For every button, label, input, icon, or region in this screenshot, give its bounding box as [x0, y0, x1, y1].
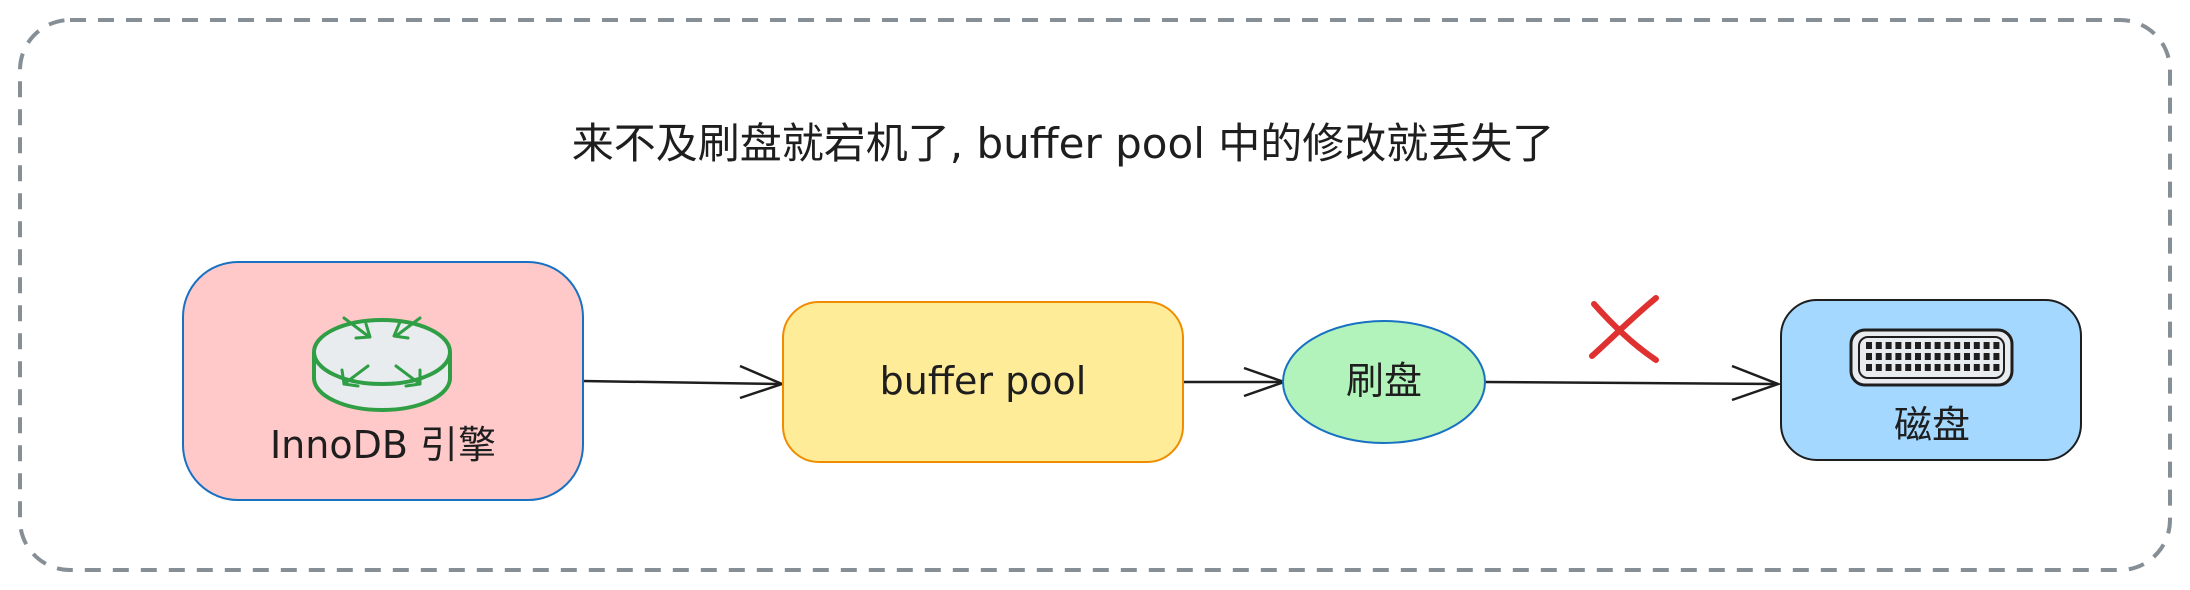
- disk-pin: [1944, 342, 1951, 349]
- disk-pin: [1875, 364, 1882, 371]
- disk-pin: [1944, 364, 1951, 371]
- node-buffer-pool: buffer pool: [782, 301, 1184, 463]
- flush-label: 刷盘: [1346, 359, 1422, 403]
- disk-pin: [1915, 364, 1921, 371]
- outer-frame: [18, 18, 2172, 572]
- disk-pin: [1964, 342, 1970, 349]
- node-innodb: InnoDB 引擎: [182, 261, 584, 501]
- disk-pin: [1924, 353, 1931, 360]
- disk-label: 磁盘: [1894, 403, 1970, 447]
- disk-pin: [1964, 353, 1970, 360]
- edge-flush-to-disk: [1484, 364, 1782, 402]
- disk-pin: [1885, 364, 1892, 371]
- disk-pin: [1875, 353, 1882, 360]
- disk-pin: [1973, 364, 1980, 371]
- disk-pin: [1954, 364, 1961, 371]
- diagram-title: 来不及刷盘就宕机了, buffer pool 中的修改就丢失了: [572, 119, 1554, 168]
- disk-pin: [1934, 364, 1941, 371]
- disk-pin: [1934, 342, 1941, 349]
- disk-pin: [1905, 342, 1912, 349]
- buffer-pool-box: [782, 301, 1184, 463]
- disk-pin: [1866, 364, 1872, 371]
- disk-pin: [1934, 353, 1941, 360]
- disk-pin: [1905, 364, 1912, 371]
- disk-pin: [1866, 342, 1872, 349]
- disk-port-icon: [1849, 328, 2014, 387]
- disk-pin: [1983, 353, 1990, 360]
- disk-pin: [1993, 364, 2000, 371]
- node-disk: 磁盘: [1780, 299, 2082, 461]
- disk-pin: [1895, 353, 1902, 360]
- disk-pin: [1885, 342, 1892, 349]
- disk-pin: [1993, 342, 2000, 349]
- disk-pin: [1983, 342, 1990, 349]
- disk-pin: [1885, 353, 1892, 360]
- disk-pin: [1944, 353, 1951, 360]
- flush-ellipse: [1282, 320, 1486, 444]
- disk-pin: [1875, 342, 1882, 349]
- disk-pin: [1993, 353, 2000, 360]
- disk-pin: [1895, 364, 1902, 371]
- disk-pin: [1973, 342, 1980, 349]
- disk-pin: [1954, 353, 1961, 360]
- disk-pin: [1964, 364, 1970, 371]
- disk-pin: [1924, 364, 1931, 371]
- disk-pin: [1954, 342, 1961, 349]
- disk-pin: [1915, 342, 1921, 349]
- edge-buffer-pool-to-flush: [1184, 366, 1288, 398]
- disk-pin: [1915, 353, 1921, 360]
- disk-pin: [1905, 353, 1912, 360]
- disk-pin: [1866, 353, 1872, 360]
- router-icon: [312, 316, 452, 412]
- node-flush: 刷盘: [1282, 320, 1486, 444]
- failure-cross-icon: [1589, 295, 1659, 363]
- disk-pin: [1973, 353, 1980, 360]
- innodb-label: InnoDB 引擎: [270, 423, 496, 467]
- disk-pin: [1924, 342, 1931, 349]
- buffer-pool-label: buffer pool: [880, 359, 1087, 403]
- disk-pin: [1983, 364, 1990, 371]
- edge-innodb-to-buffer-pool: [581, 364, 786, 400]
- disk-pin: [1895, 342, 1902, 349]
